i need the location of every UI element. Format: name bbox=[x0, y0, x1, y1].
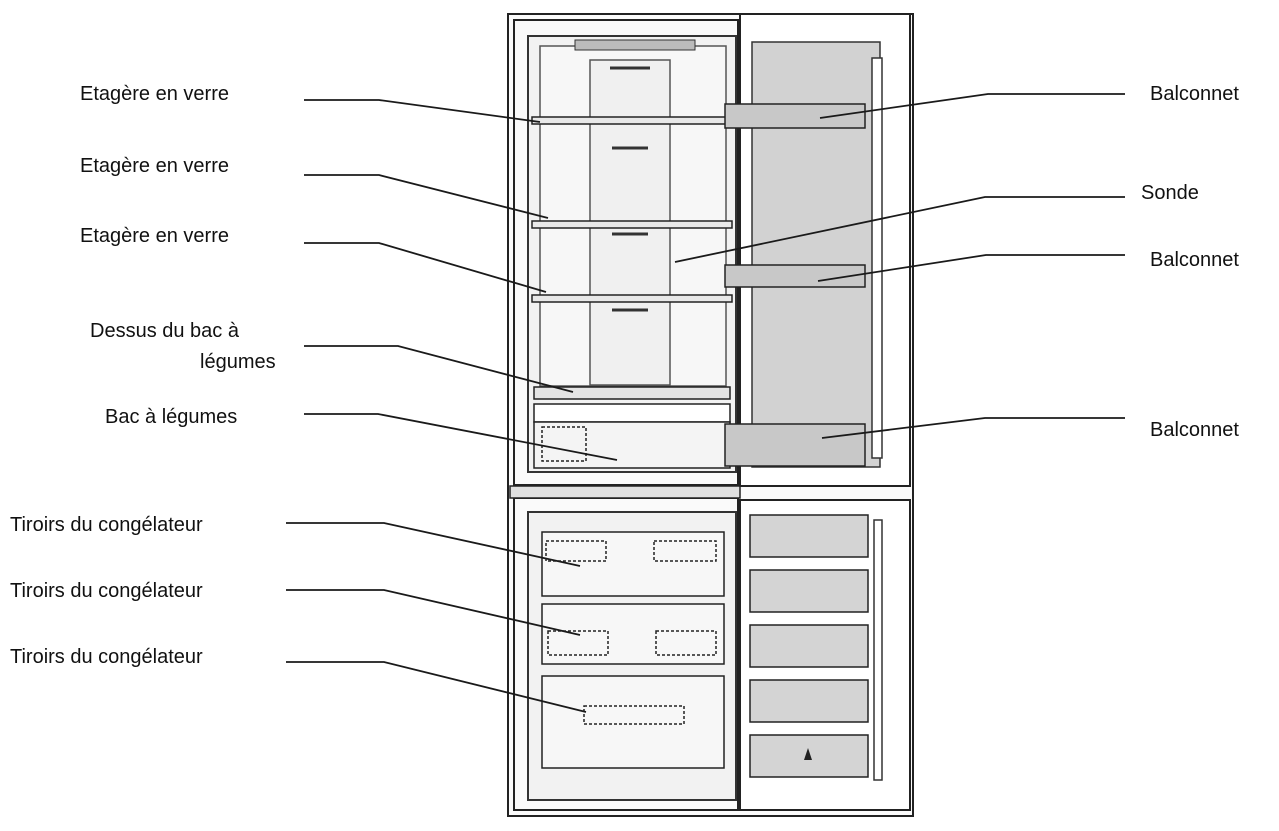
label-glass-shelf-1: Etagère en verre bbox=[80, 80, 229, 108]
label-balconnet-3: Balconnet bbox=[1150, 416, 1239, 444]
label-glass-shelf-3: Etagère en verre bbox=[80, 222, 229, 250]
middle-divider bbox=[510, 486, 740, 498]
crisper-assembly bbox=[534, 387, 730, 468]
label-freezer-drawer-1: Tiroirs du congélateur bbox=[10, 511, 203, 539]
freezer-compartment bbox=[528, 512, 736, 800]
label-freezer-drawer-2: Tiroirs du congélateur bbox=[10, 577, 203, 605]
label-freezer-drawer-3: Tiroirs du congélateur bbox=[10, 643, 203, 671]
label-crisper-top-line2: légumes bbox=[200, 348, 274, 376]
label-probe: Sonde bbox=[1141, 179, 1199, 207]
fridge-door bbox=[725, 14, 910, 486]
label-balconnet-1: Balconnet bbox=[1150, 80, 1239, 108]
leader-shelf1 bbox=[304, 100, 540, 122]
label-crisper-top-line1: Dessus du bac à bbox=[90, 317, 239, 345]
freezer-door bbox=[740, 500, 910, 810]
label-crisper: Bac à légumes bbox=[105, 403, 237, 431]
label-balconnet-2: Balconnet bbox=[1150, 246, 1239, 274]
label-glass-shelf-2: Etagère en verre bbox=[80, 152, 229, 180]
